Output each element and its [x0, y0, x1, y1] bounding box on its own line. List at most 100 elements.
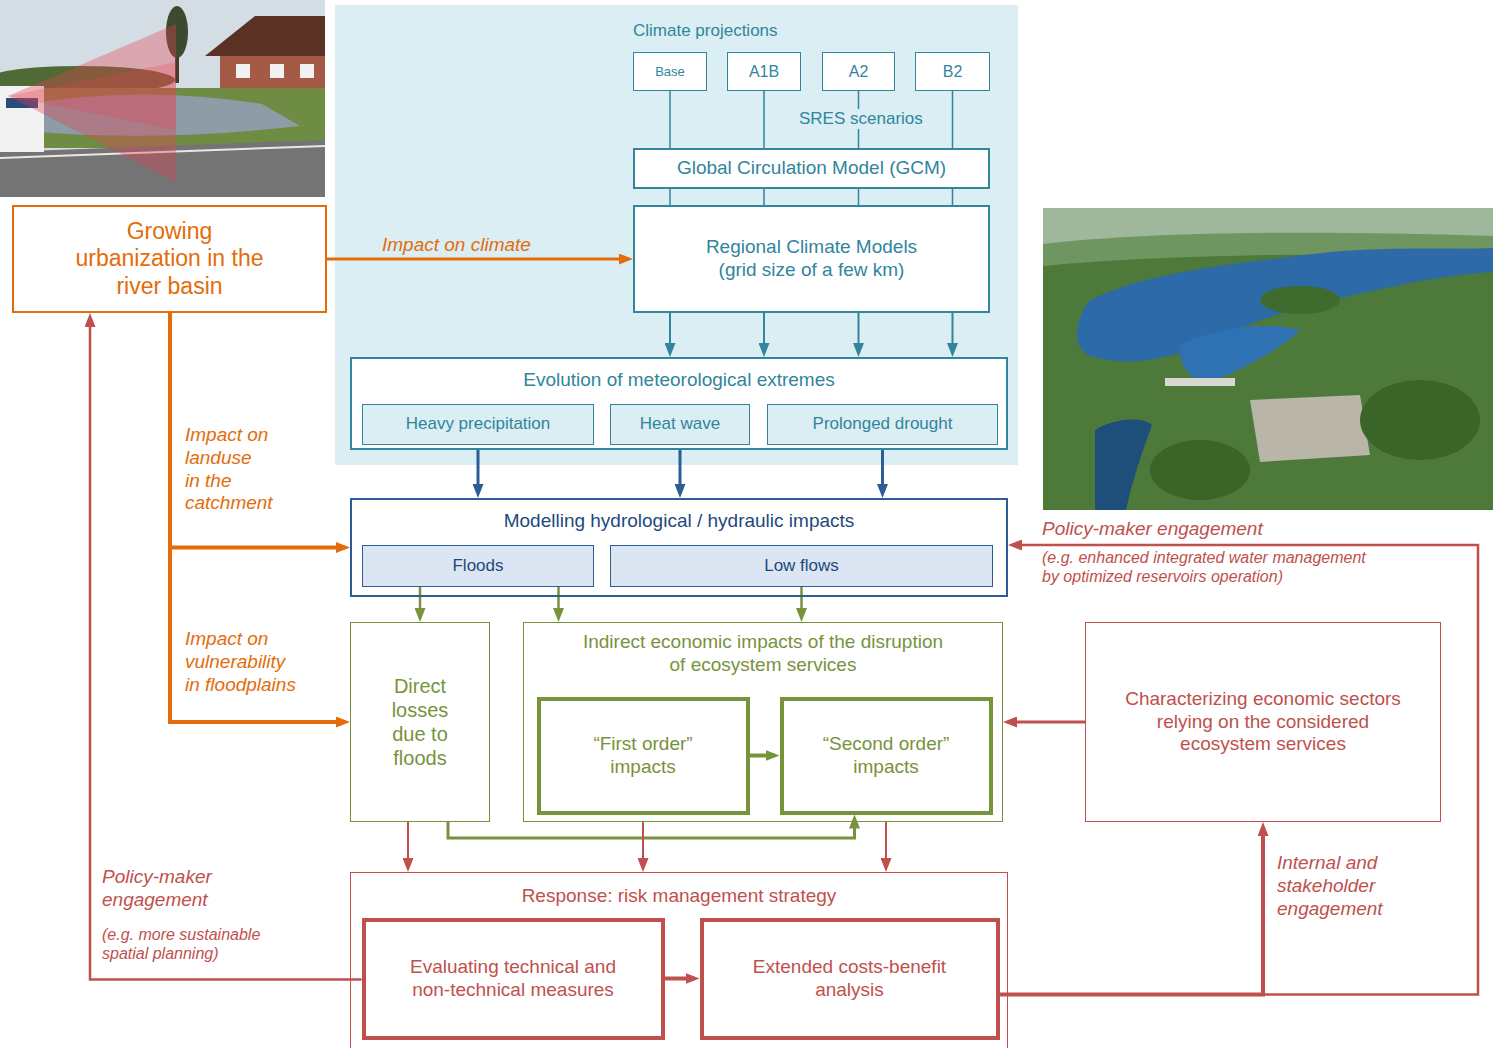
connector-line	[642, 822, 644, 867]
node-text: Extended costs-benefit analysis	[730, 956, 970, 1002]
connector-line	[1000, 827, 1264, 995]
connector	[478, 445, 479, 493]
node-text: Evaluating technical and non-technical m…	[403, 956, 623, 1002]
photo-river	[1095, 420, 1152, 510]
process-box: Characterizing economic sectors relying …	[1085, 622, 1441, 822]
node-text: Heat wave	[640, 414, 720, 434]
connector	[1008, 722, 1085, 723]
group-box: Response: risk management strategyEvalua…	[350, 872, 1008, 1048]
scenario-box: Base	[633, 52, 707, 91]
node-text: Growing urbanization in the river basin	[62, 218, 277, 301]
connector	[670, 91, 671, 148]
scenario-box: B2	[915, 52, 990, 91]
node-text: Climate projections	[633, 21, 1018, 41]
photo-pink-wedge	[8, 24, 176, 182]
connector	[558, 587, 559, 617]
model-box: Global Circulation Model (GCM)	[633, 148, 990, 189]
node-text: Global Circulation Model (GCM)	[677, 157, 946, 180]
connector-line	[763, 189, 765, 205]
connector-line	[170, 313, 345, 722]
node-text: Heavy precipitation	[406, 414, 551, 434]
node-text: A2	[849, 62, 869, 81]
connector-line	[419, 587, 422, 617]
process-box: Evaluating technical and non-technical m…	[362, 918, 665, 1040]
connector	[670, 313, 953, 352]
group-box: Indirect economic impacts of the disrupt…	[523, 622, 1003, 822]
impact-order-box: “Second order” impacts	[780, 697, 993, 815]
connector-line	[170, 313, 345, 548]
node-text: B2	[943, 62, 963, 81]
node-text: Indirect economic impacts of the disrupt…	[578, 631, 948, 677]
node-text: Direct losses due to floods	[383, 674, 458, 770]
connector-line	[885, 822, 887, 867]
connector-line	[952, 189, 954, 205]
node-text: Floods	[452, 556, 503, 576]
node-text: Characterizing economic sectors relying …	[1121, 688, 1406, 756]
connector-line	[952, 91, 954, 148]
node-text: Regional Climate Models (grid size of a …	[697, 236, 927, 282]
connector-line	[669, 189, 671, 205]
connector-line	[858, 189, 860, 205]
connector	[1000, 827, 1264, 995]
connector-line	[669, 313, 671, 352]
extreme-box: Prolonged drought	[767, 404, 998, 445]
edge-label: Policy-maker engagement	[1040, 518, 1265, 541]
group-box: Modelling hydrological / hydraulic impac…	[350, 498, 1008, 597]
connector-line	[763, 313, 765, 352]
photo-dam	[1165, 378, 1235, 386]
connector-line	[327, 258, 628, 261]
photo-parking	[1250, 395, 1370, 462]
connector-line	[952, 313, 954, 352]
connector	[170, 313, 345, 722]
annotation-label: (e.g. enhanced integrated water manageme…	[1040, 548, 1389, 586]
annotation-label: (e.g. more sustainable spatial planning)	[100, 925, 284, 963]
edge-label: Impact on vulnerability in floodplains	[183, 628, 302, 696]
edge-label: Policy-maker engagement	[100, 866, 234, 912]
connector	[801, 587, 802, 617]
photo-window	[236, 64, 250, 78]
impact-box: Low flows	[610, 545, 993, 587]
connector-line	[407, 822, 409, 867]
connector	[750, 755, 775, 756]
model-box: Regional Climate Models (grid size of a …	[633, 205, 990, 313]
scenario-box: A2	[822, 52, 895, 91]
connector	[670, 189, 953, 205]
connector-line	[858, 313, 860, 352]
edge-label: Internal and stakeholder engagement	[1275, 852, 1389, 920]
node-text: Evolution of meteorological extremes	[352, 369, 1006, 392]
photo-pink-wedge-inner	[8, 62, 176, 130]
connector	[764, 91, 765, 148]
photo-window	[270, 64, 284, 78]
connector-line	[669, 91, 671, 148]
photo-island	[1260, 286, 1340, 314]
connector	[680, 445, 681, 493]
node-text: Base	[655, 64, 685, 80]
connector	[882, 445, 883, 493]
edge-label: Impact on landuse in the catchment	[183, 424, 273, 515]
connector	[408, 822, 409, 867]
loss-box: Direct losses due to floods	[350, 622, 490, 822]
extreme-box: Heavy precipitation	[362, 404, 594, 445]
photo-house-roof	[205, 16, 325, 56]
group-box: Evolution of meteorological extremesHeav…	[350, 357, 1008, 450]
connector	[952, 91, 953, 148]
connector-line	[750, 754, 775, 758]
node-text: Response: risk management strategy	[351, 885, 1007, 908]
node-text: “Second order” impacts	[806, 733, 966, 779]
connector-line	[557, 587, 560, 617]
node-text: Prolonged drought	[813, 414, 953, 434]
connector	[90, 318, 362, 980]
node-text: A1B	[749, 62, 779, 81]
connector-line	[881, 445, 884, 493]
connector	[886, 822, 887, 867]
connector-line	[763, 91, 765, 148]
connector	[448, 820, 855, 839]
photo-woods	[1150, 440, 1250, 500]
reservoir-photo	[1043, 208, 1493, 510]
connector-line	[679, 445, 682, 493]
node-text: Modelling hydrological / hydraulic impac…	[352, 510, 1006, 533]
connector-line	[448, 820, 855, 839]
connector	[170, 313, 345, 548]
connector	[665, 978, 695, 979]
